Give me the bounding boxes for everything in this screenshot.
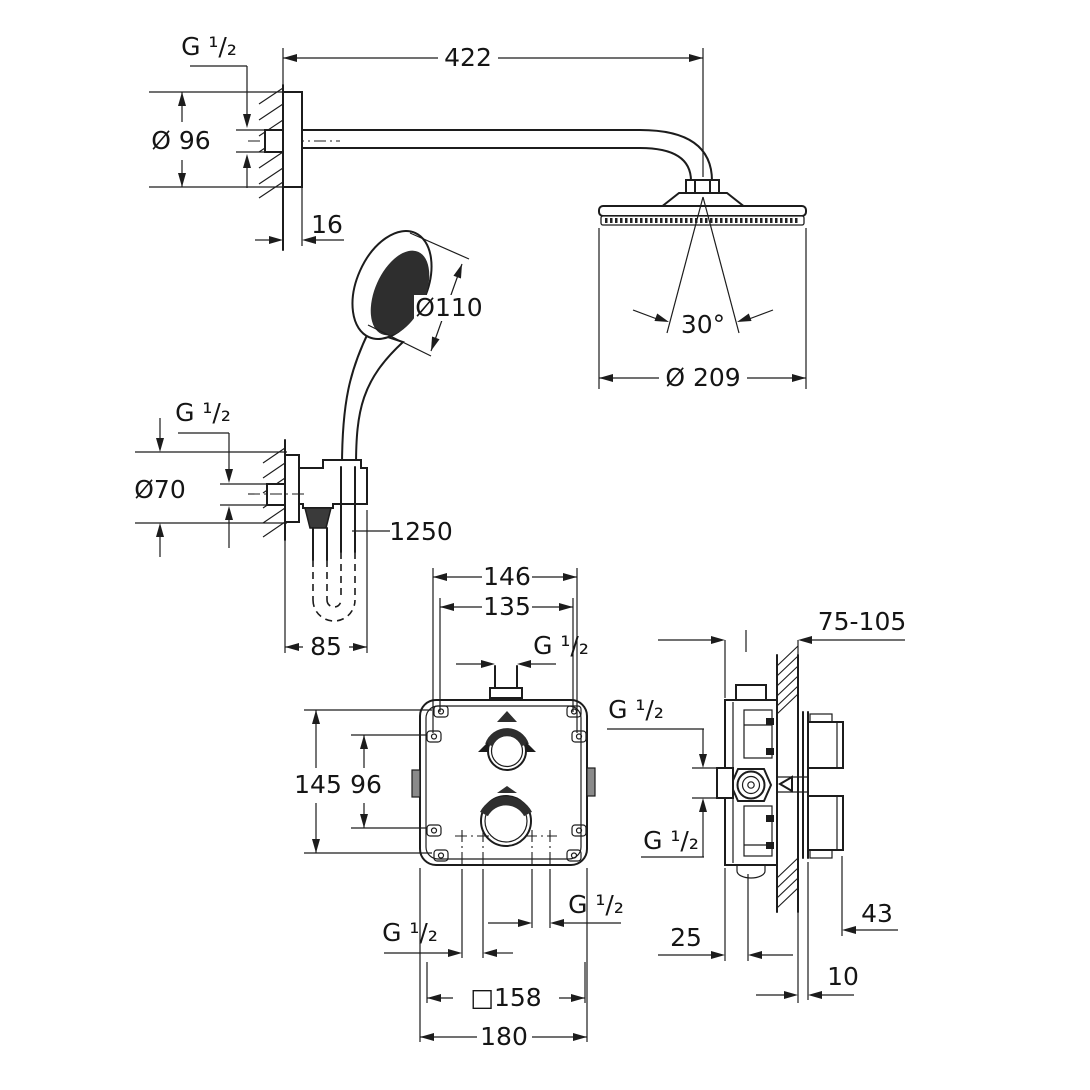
dim-holder-projection-label: 85 bbox=[310, 632, 342, 661]
side-wall-hatching bbox=[776, 645, 799, 909]
dim-bottom-thread-left-label: G ¹/₂ bbox=[382, 918, 438, 947]
dim-holder-thread-label: G ¹/₂ bbox=[175, 398, 231, 427]
dim-spray-angle-label: 30° bbox=[681, 310, 725, 339]
top-connection-stub bbox=[489, 687, 523, 699]
mounting-holes bbox=[426, 705, 587, 862]
dim-hole-spacing-135-label: 135 bbox=[483, 592, 531, 621]
dim-vertical-96-label: 96 bbox=[350, 770, 382, 799]
arm-escutcheon bbox=[282, 91, 303, 188]
dim-handle-projection-label: 43 bbox=[861, 899, 893, 928]
hose-loop bbox=[312, 599, 356, 622]
dim-hole-spacing-146-label: 146 bbox=[483, 562, 531, 591]
hand-shower-holder bbox=[298, 459, 368, 509]
shower-head-plate bbox=[598, 205, 807, 217]
holder-escutcheon bbox=[284, 454, 300, 523]
lower-knob bbox=[807, 795, 844, 851]
hose-cone-nut bbox=[304, 507, 332, 529]
arm-wall-nipple bbox=[264, 129, 284, 153]
side-left-outlet bbox=[716, 767, 734, 799]
thermostat-valve-upper bbox=[478, 711, 536, 771]
dim-box-width-label: 180 bbox=[480, 1022, 528, 1051]
mixer-side-view: 75-105 43 25 10 bbox=[658, 607, 906, 1003]
head-connection-nut bbox=[685, 179, 720, 194]
hand-shower-handle bbox=[340, 329, 405, 468]
bottom-connection-stubs bbox=[455, 830, 557, 866]
upper-knob bbox=[807, 721, 844, 769]
shower-arm bbox=[301, 129, 714, 182]
dim-top-thread-label: G ¹/₂ bbox=[533, 631, 589, 660]
dim-holder-flange-dia-label: Ø70 bbox=[134, 475, 186, 504]
dim-vertical-145-label: 145 bbox=[294, 770, 342, 799]
head-shower-assembly: 422 G ¹/₂ Ø 96 16 30° bbox=[149, 32, 807, 392]
volume-valve-lower bbox=[480, 786, 532, 847]
dim-arm-thread-label: G ¹/₂ bbox=[181, 32, 237, 61]
dim-hose-length-label: 1250 bbox=[389, 517, 453, 546]
dim-arm-length-label: 422 bbox=[444, 43, 492, 72]
right-outlet-tab bbox=[586, 767, 596, 797]
side-top-elbow bbox=[735, 684, 767, 701]
plaster-depth-marker bbox=[778, 775, 793, 793]
side-bottom-fitting bbox=[736, 864, 766, 879]
dim-installation-depth-label: 75-105 bbox=[818, 607, 907, 636]
dim-bottom-thread-right-label: G ¹/₂ bbox=[568, 890, 624, 919]
dim-side-thread-lower-label: G ¹/₂ bbox=[643, 826, 699, 855]
dim-arm-flange-dia-label: Ø 96 bbox=[151, 126, 210, 155]
dim-box-front-depth-label: 25 bbox=[670, 923, 702, 952]
mixer-front-view: 146 135 G ¹/₂ 145 96 G ¹/₂ G ¹/₂ G ¹/₂ bbox=[294, 562, 717, 1051]
dim-arm-flange-depth-label: 16 bbox=[311, 210, 343, 239]
dim-plate-distance-label: 10 bbox=[827, 962, 859, 991]
dim-handshower-dia-label: Ø110 bbox=[415, 293, 482, 322]
dim-side-thread-upper-label: G ¹/₂ bbox=[608, 695, 664, 724]
dim-head-dia-label: Ø 209 bbox=[665, 363, 740, 392]
hand-shower-assembly: Ø110 G ¹/₂ Ø70 1250 85 bbox=[134, 230, 484, 661]
dim-rough-opening-label: □158 bbox=[470, 983, 541, 1012]
left-outlet-tab bbox=[411, 769, 421, 798]
